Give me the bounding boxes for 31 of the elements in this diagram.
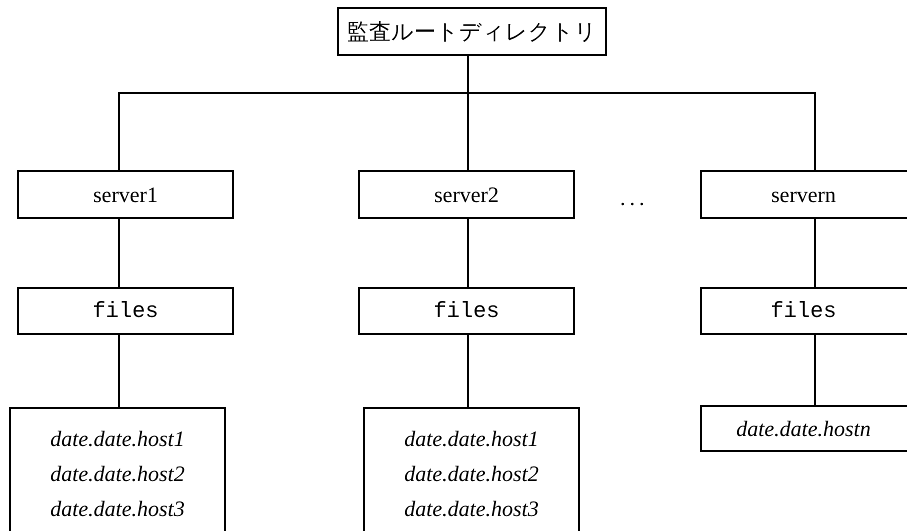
connector-line bbox=[118, 335, 120, 407]
file-list-box bbox=[700, 405, 907, 452]
connector-line bbox=[467, 219, 469, 287]
node-text: server2 bbox=[434, 181, 499, 209]
node-text: date.date.host3 bbox=[50, 495, 185, 523]
directory-box bbox=[358, 287, 575, 335]
node-text: files bbox=[433, 298, 500, 326]
node-text: files bbox=[770, 298, 836, 326]
node-text: date.date.host1 bbox=[50, 425, 185, 453]
connector-line bbox=[814, 335, 816, 405]
connector-line bbox=[118, 219, 120, 287]
directory-box bbox=[700, 287, 907, 335]
node-text: files bbox=[92, 298, 158, 326]
node-text: date.date.hostn bbox=[736, 415, 871, 443]
directory-box bbox=[17, 287, 234, 335]
connector-line bbox=[814, 219, 816, 287]
node-text: date.date.host2 bbox=[50, 460, 185, 488]
connector-line bbox=[467, 335, 469, 407]
directory-box bbox=[17, 170, 234, 219]
node-text: server1 bbox=[93, 181, 158, 209]
file-list-box bbox=[9, 407, 226, 531]
node-text: date.date.host1 bbox=[404, 425, 539, 453]
ellipsis: ... bbox=[620, 185, 648, 211]
node-text: date.date.host2 bbox=[404, 460, 539, 488]
node-text: date.date.host3 bbox=[404, 495, 539, 523]
node-text: servern bbox=[771, 181, 836, 209]
directory-box bbox=[358, 170, 575, 219]
file-list-box bbox=[363, 407, 580, 531]
directory-box bbox=[700, 170, 907, 219]
node-text: 監査ルートディレクトリ bbox=[347, 18, 597, 46]
directory-box bbox=[337, 7, 607, 56]
